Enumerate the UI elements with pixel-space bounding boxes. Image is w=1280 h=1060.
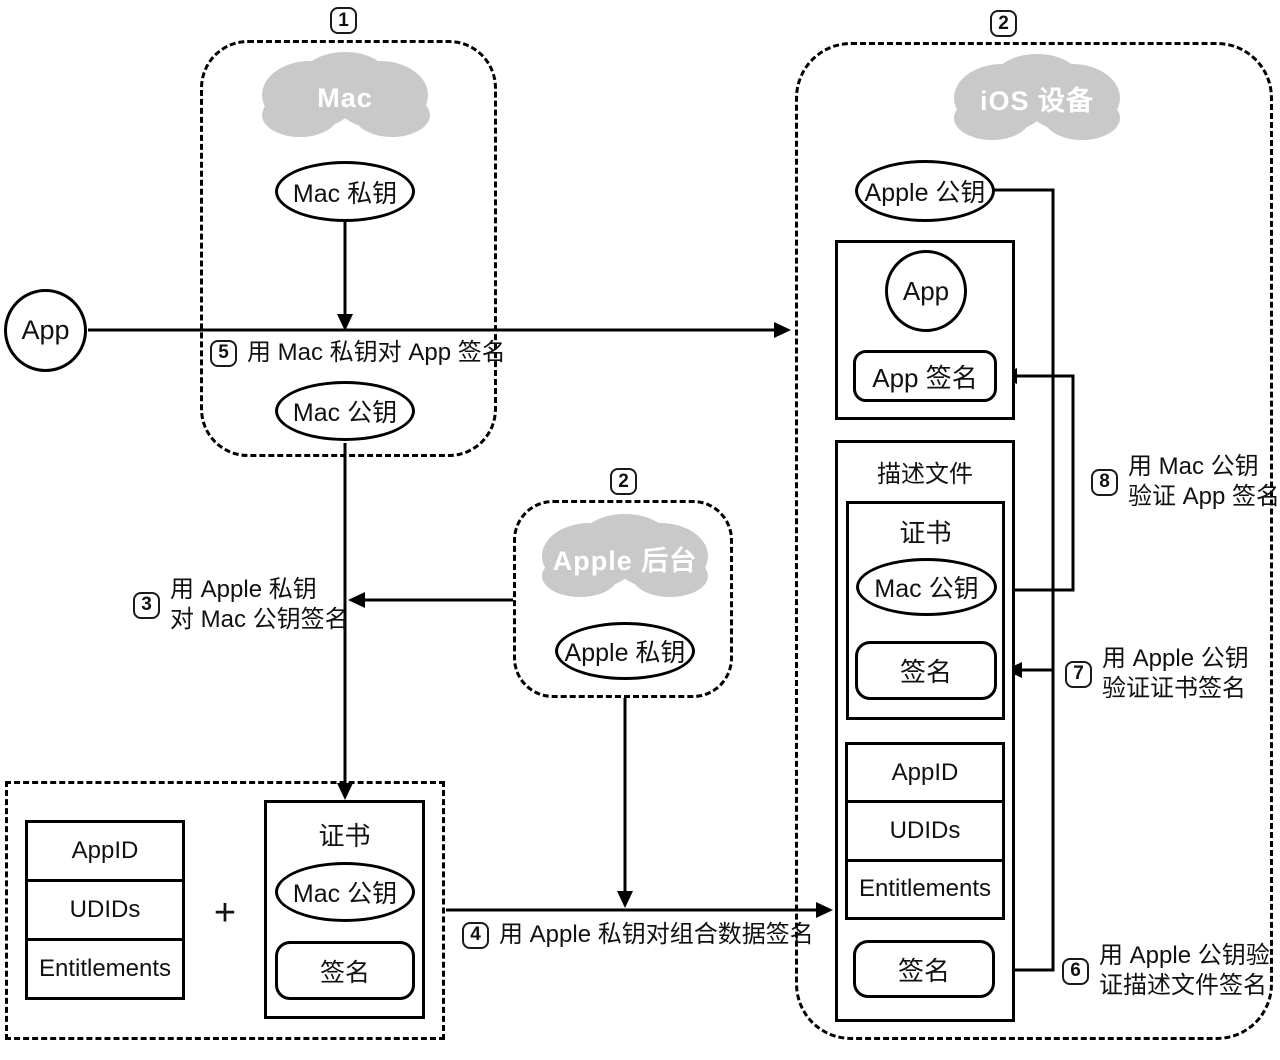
ios-device-cloud-label: iOS 设备 [979, 85, 1094, 116]
step5-text: 用 Mac 私钥对 App 签名 [247, 339, 506, 366]
badge-apple-box: 2 [610, 468, 637, 495]
step7-number: 7 [1065, 660, 1092, 688]
combo-item-entitlements: Entitlements [38, 955, 172, 982]
badge-ios-box: 2 [990, 10, 1017, 37]
step3-text-line1: 用 Apple 私钥 [170, 576, 317, 603]
step3-text-line2: 对 Mac 公钥签名 [170, 606, 349, 633]
combo-item-udids: UDIDs [28, 882, 182, 941]
step8-number: 8 [1091, 468, 1118, 496]
step4-text: 用 Apple 私钥对组合数据签名 [499, 921, 814, 948]
ios-device-cloud [954, 54, 1120, 140]
step7-text-line1: 用 Apple 公钥 [1102, 645, 1249, 672]
apple-backend-cloud [542, 514, 708, 597]
step6-number: 6 [1062, 957, 1089, 985]
combo-item-appid: AppID [28, 823, 182, 882]
certificate-left-signature: 签名 [275, 941, 415, 1000]
step6-text-line1: 用 Apple 公钥验 [1099, 942, 1270, 969]
certificate-right-mac-public-key: Mac 公钥 [856, 558, 997, 616]
apple-public-key-node: Apple 公钥 [855, 160, 995, 222]
step6-text-line2: 证描述文件签名 [1099, 972, 1267, 999]
profile-item-udids: UDIDs [848, 803, 1002, 862]
profile-items-table: AppID UDIDs Entitlements [845, 742, 1005, 920]
step8-label: 8 用 Mac 公钥 验证 App 签名 [1091, 452, 1280, 512]
certificate-right-signature: 签名 [855, 641, 997, 700]
step3-number: 3 [133, 591, 160, 619]
profile-item-appid: AppID [848, 745, 1002, 804]
mac-cloud [262, 52, 430, 137]
step8-text-line2: 验证 App 签名 [1128, 483, 1280, 510]
step5-number: 5 [210, 339, 237, 367]
combo-data-group-box [5, 781, 445, 1040]
profile-title: 描述文件 [877, 460, 973, 488]
app-source-node: App [4, 289, 87, 372]
apple-backend-cloud-label: Apple 后台 [552, 545, 698, 576]
mac-group-box [200, 40, 497, 457]
ios-app-signature: App 签名 [853, 350, 997, 402]
step8-text-line1: 用 Mac 公钥 [1128, 453, 1259, 480]
certificate-left-mac-public-key: Mac 公钥 [275, 862, 415, 922]
certificate-right-title: 证书 [899, 517, 952, 548]
step7-text-line2: 验证证书签名 [1102, 675, 1246, 702]
profile-signature: 签名 [853, 940, 995, 998]
apple-backend-group-box [513, 500, 733, 698]
certificate-left-title: 证书 [318, 820, 371, 851]
step5-label: 5 用 Mac 私钥对 App 签名 [210, 338, 506, 368]
cloud-shapes [262, 52, 1120, 597]
plus-sign: + [213, 891, 237, 934]
step6-label: 6 用 Apple 公钥验 证描述文件签名 [1062, 941, 1270, 1001]
mac-private-key-node: Mac 私钥 [275, 161, 415, 222]
mac-cloud-label: Mac [317, 82, 373, 113]
badge-mac-box: 1 [330, 7, 357, 34]
step4-label: 4 用 Apple 私钥对组合数据签名 [462, 920, 814, 950]
profile-item-entitlements: Entitlements [858, 875, 992, 903]
apple-private-key-node: Apple 私钥 [555, 622, 695, 680]
step3-label: 3 用 Apple 私钥 对 Mac 公钥签名 [133, 575, 349, 635]
ios-app-node: App [885, 250, 967, 332]
ios-device-group-box [795, 42, 1273, 1040]
mac-public-key-node: Mac 公钥 [275, 381, 415, 441]
combo-items-table: AppID UDIDs Entitlements [25, 820, 185, 1000]
step4-number: 4 [462, 921, 489, 949]
mac-public-key-verify-line [997, 374, 1075, 592]
apple-public-key-verify-line [993, 188, 1055, 972]
step7-label: 7 用 Apple 公钥 验证证书签名 [1065, 644, 1249, 704]
